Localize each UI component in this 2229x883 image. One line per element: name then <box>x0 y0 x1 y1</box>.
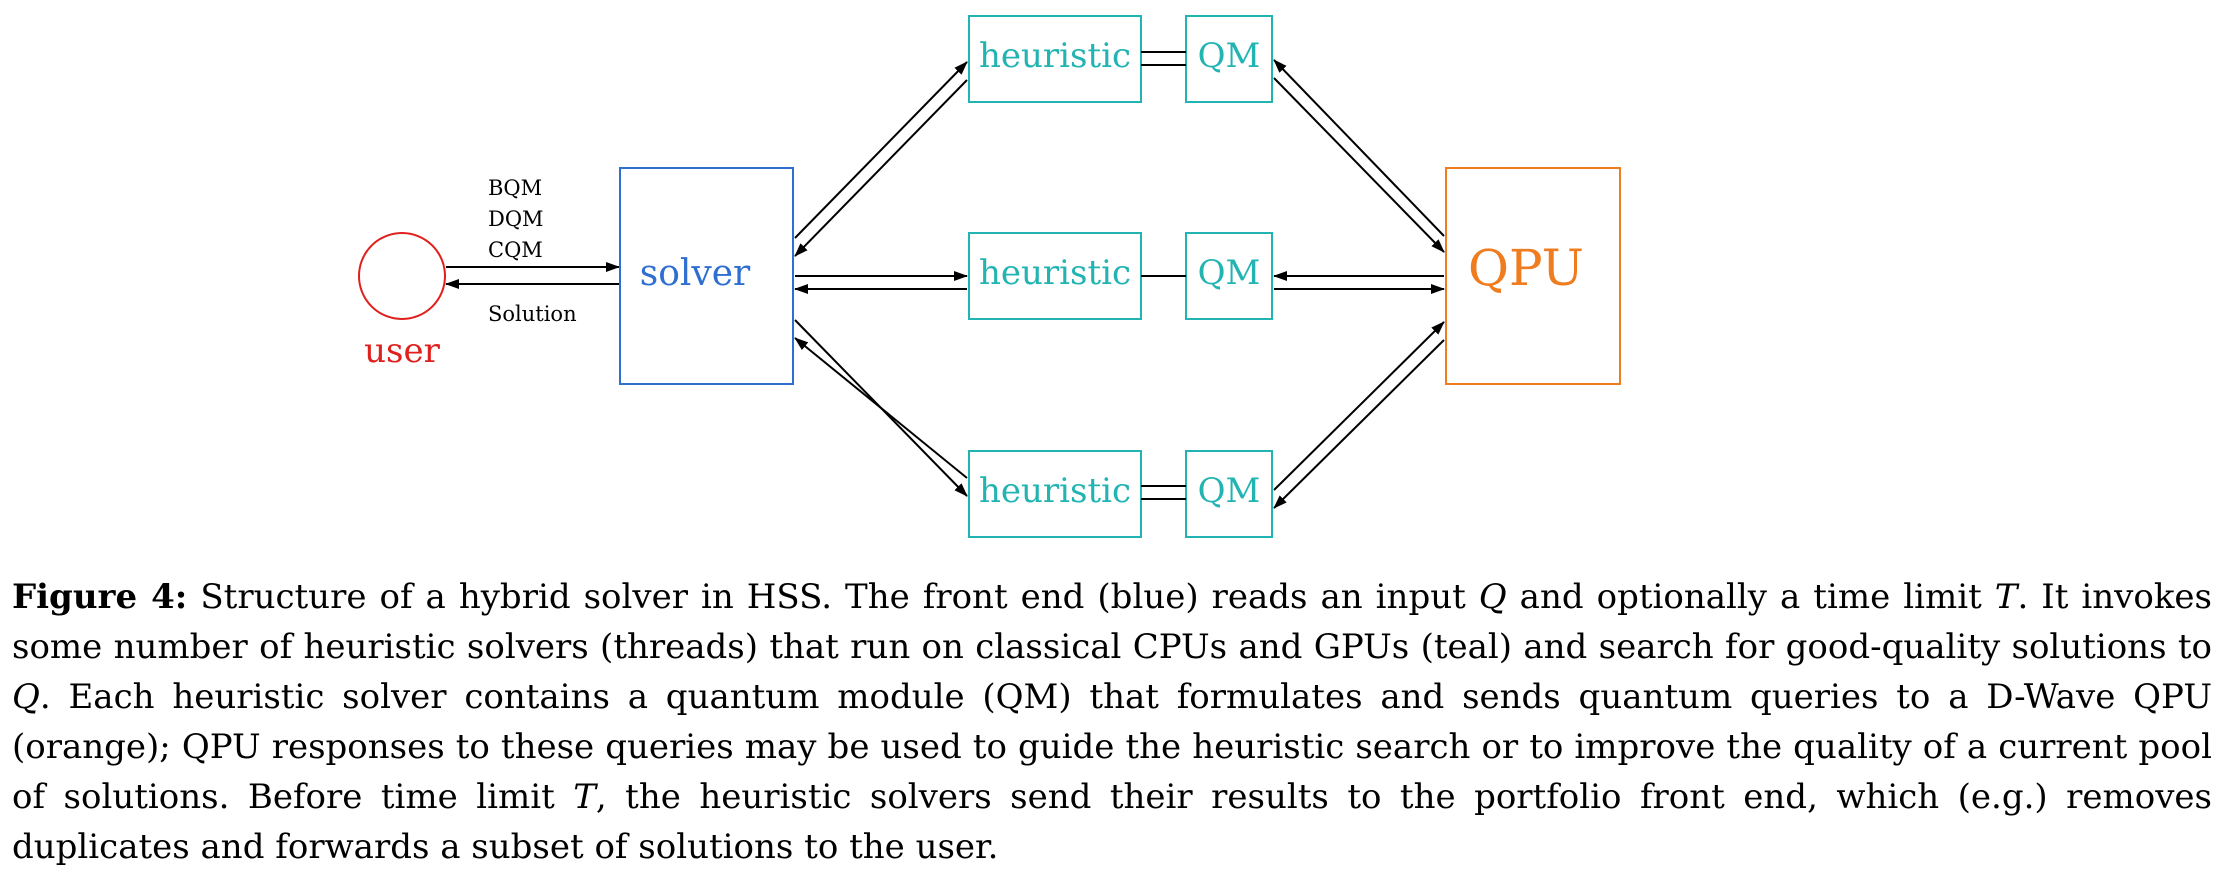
qpu-label: QPU <box>1468 239 1584 297</box>
caption-var-t2: T <box>573 777 596 817</box>
qm-box-bot <box>1185 450 1273 538</box>
qpu-box <box>1445 167 1621 385</box>
caption-text-4: . Each heuristic solver contains a quant… <box>12 677 2212 817</box>
heuristic-label-mid: heuristic <box>979 253 1131 293</box>
heuristic-box-top <box>968 15 1142 103</box>
caption-var-t1: T <box>1994 577 2018 617</box>
connector-bot <box>1141 485 1186 500</box>
hybrid-solver-diagram: user BQM DQM CQM Solution solver heurist… <box>358 15 1621 538</box>
arrow-heuristic-top-to-solver <box>794 79 968 257</box>
solution-label: Solution <box>488 302 577 326</box>
bqm-label: BQM <box>488 176 542 200</box>
arrow-heuristic-bot-to-solver <box>794 337 968 479</box>
solver-box <box>619 167 794 385</box>
caption-text-5: , the heuristic solvers send their resul… <box>12 777 2212 867</box>
arrow-qpu-to-qm-bot <box>1273 339 1445 509</box>
heuristic-label-top: heuristic <box>979 36 1131 76</box>
heuristic-box-bot <box>968 450 1142 538</box>
caption-var-q2: Q <box>12 677 40 717</box>
qm-label-top: QM <box>1198 36 1261 76</box>
arrow-qm-bot-to-qpu <box>1273 321 1445 491</box>
caption-text-3: . It invokes some number of heuristic so… <box>12 577 2213 667</box>
caption-label: Figure 4: <box>12 577 188 617</box>
arrow-qm-top-to-qpu <box>1273 77 1445 253</box>
cqm-label: CQM <box>488 238 543 262</box>
heuristic-label-bot: heuristic <box>979 471 1131 511</box>
qm-label-bot: QM <box>1198 471 1261 511</box>
solver-label: solver <box>640 253 751 294</box>
caption-text-2: and optionally a time limit <box>1506 577 1995 617</box>
caption-var-q1: Q <box>1478 577 1507 617</box>
qm-label-mid: QM <box>1198 253 1261 293</box>
qm-box-top <box>1185 15 1273 103</box>
user-label: user <box>364 331 440 371</box>
user-circle <box>358 232 446 320</box>
figure-caption: Figure 4: Structure of a hybrid solver i… <box>12 572 2212 872</box>
arrow-qpu-to-qm-top <box>1273 59 1445 237</box>
connector-top <box>1141 51 1186 66</box>
caption-text-1: Structure of a hybrid solver in HSS. The… <box>187 577 1479 617</box>
dqm-label: DQM <box>488 207 544 231</box>
arrow-solver-to-heuristic-top <box>794 61 968 239</box>
